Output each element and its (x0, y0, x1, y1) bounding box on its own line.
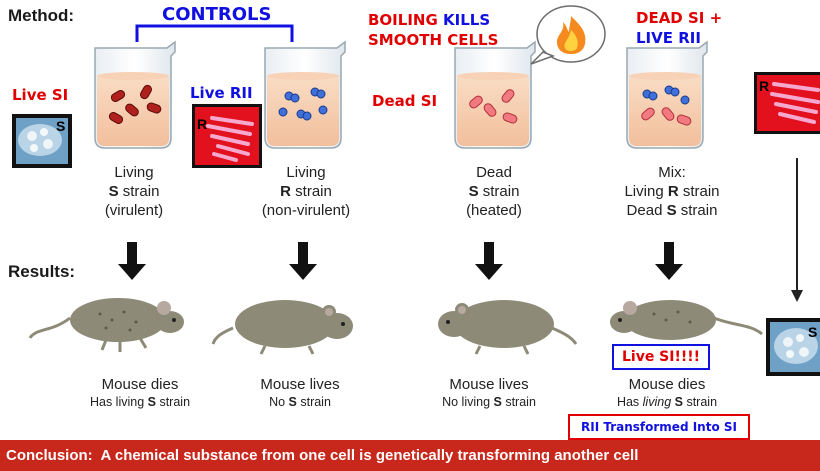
conclusion-text: A chemical substance from one cell is ge… (93, 447, 639, 464)
live-mouse-3 (438, 300, 576, 354)
plate-letter-s: S (56, 118, 65, 134)
boiling-label: BOILING KILLS SMOOTH CELLS (368, 10, 498, 50)
fire-icon (531, 6, 605, 64)
controls-label: CONTROLS (162, 4, 271, 25)
live-si-label: Live SI (12, 86, 68, 104)
live-rii-label: Live RII (190, 84, 253, 102)
beaker-1-caption: Living S strain (virulent) (78, 163, 190, 220)
beaker-1 (95, 42, 175, 148)
dead-mouse-1 (30, 298, 184, 352)
beaker-2 (265, 42, 345, 148)
live-si-callout: Live SI!!!! (612, 344, 710, 370)
beaker-4 (627, 42, 707, 148)
result-4: Mouse dies Has living S strain (592, 376, 742, 410)
method-label: Method: (8, 6, 74, 26)
beaker-2-caption: Living R strain (non-virulent) (244, 163, 368, 220)
mix-header: DEAD SI + LIVE RII (636, 8, 722, 48)
result-3: Mouse lives No living S strain (416, 376, 562, 410)
plate-letter-r-right: R (759, 78, 769, 94)
beaker-4-caption: Mix: Living R strain Dead S strain (606, 163, 738, 220)
result-arrows (118, 242, 683, 280)
plate-letter-s-right: S (808, 324, 817, 340)
beaker-3-caption: Dead S strain (heated) (438, 163, 550, 220)
result-2: Mouse lives No S strain (230, 376, 370, 410)
conclusion-label: Conclusion: (6, 447, 93, 464)
beaker-3 (455, 42, 535, 148)
dead-si-label: Dead SI (372, 92, 437, 110)
dead-mouse-4 (610, 300, 762, 340)
conclusion-banner: Conclusion: A chemical substance from on… (0, 440, 820, 471)
plate-live-rii (192, 104, 262, 168)
result-1: Mouse dies Has living S strain (60, 376, 220, 410)
results-label: Results: (8, 262, 75, 282)
plate-letter-r: R (197, 116, 207, 132)
controls-bracket (137, 26, 292, 42)
live-mouse-2 (213, 300, 353, 354)
rii-transformed-callout: RII Transformed Into SI (568, 414, 750, 440)
